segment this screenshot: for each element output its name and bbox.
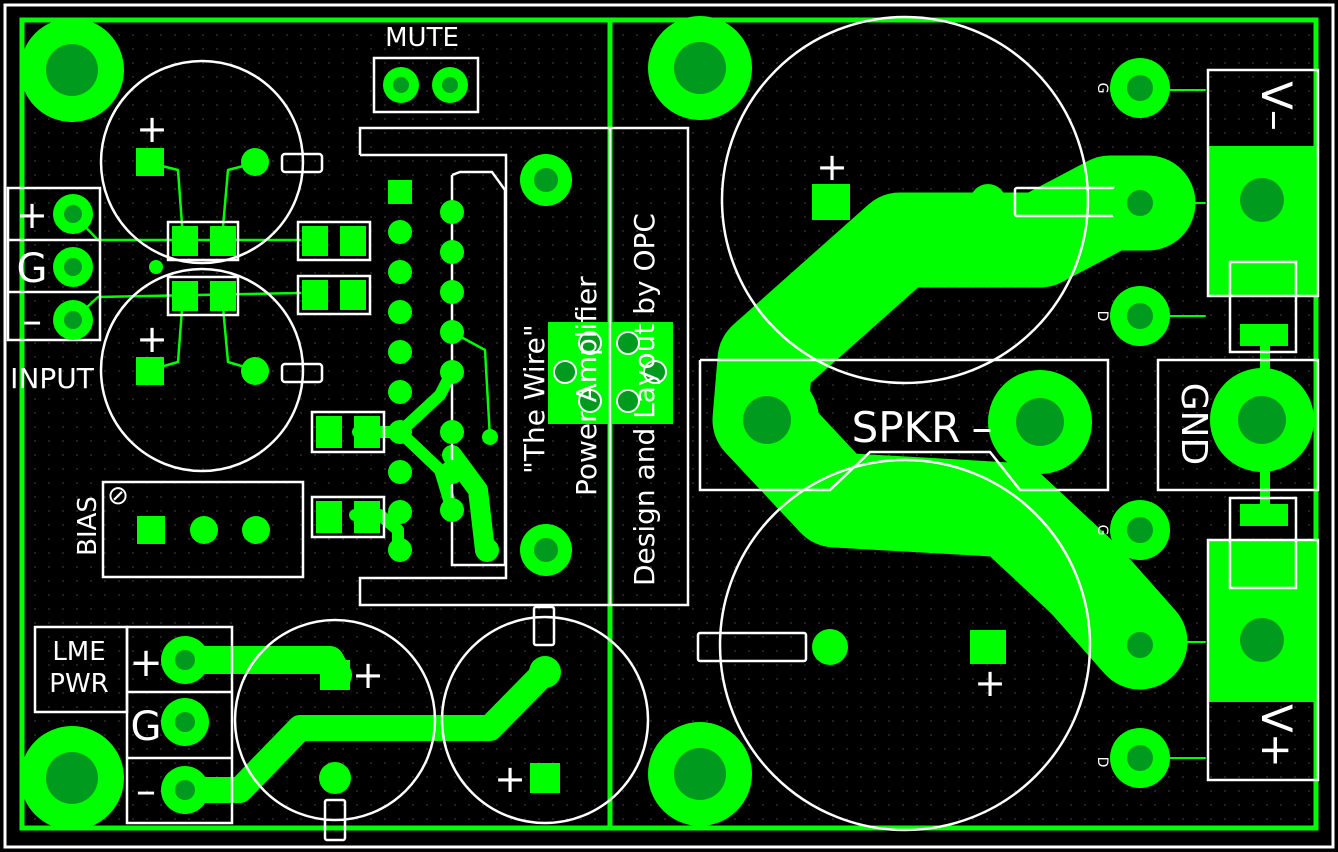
- title-line-2: Power Amplifier: [570, 276, 603, 496]
- title-line-1: "The Wire": [518, 324, 551, 474]
- bias-symbol: ⊘: [107, 481, 129, 511]
- gnd-label: GND: [1173, 383, 1214, 466]
- mute-label: MUTE: [385, 23, 459, 53]
- cap-plus-label: +: [352, 653, 384, 697]
- board-outline: [3, 3, 1335, 849]
- input-plus-label: +: [16, 193, 48, 237]
- v-minus-label: V–: [1252, 81, 1301, 131]
- spkr-label: SPKR: [852, 403, 961, 452]
- pwr-g-label: G: [131, 704, 162, 750]
- cap-plus-label: +: [136, 317, 168, 361]
- drain-label: D: [1094, 757, 1110, 768]
- ground-border: [19, 17, 1319, 831]
- terminal-connector-lower: [1240, 504, 1288, 526]
- cap-plus-label: +: [494, 757, 526, 801]
- bias-label: BIAS: [73, 496, 103, 556]
- pwr-plus-label: +: [129, 640, 163, 686]
- cap-plus-label: +: [816, 145, 848, 189]
- terminal-connector-upper: [1240, 324, 1288, 346]
- silkscreen: [6, 15, 1320, 842]
- pwr-minus-label: –: [136, 768, 156, 814]
- input-g-label: G: [17, 246, 48, 292]
- cap-plus-label: +: [974, 661, 1006, 705]
- v-plus-label: V+: [1252, 704, 1301, 768]
- pads: [20, 16, 1314, 830]
- heatsink-holes: [553, 331, 667, 413]
- input-minus-label: –: [22, 298, 42, 344]
- lme-label: LME: [52, 637, 105, 667]
- cap-plus-label: +: [136, 107, 168, 151]
- input-label: INPUT: [10, 362, 95, 395]
- gate-label: G: [1094, 83, 1110, 94]
- pwr-label: PWR: [49, 669, 108, 699]
- drain-label: D: [1094, 311, 1110, 322]
- title-line-3: Design and Layout by OPC: [628, 213, 661, 586]
- spkr-minus-label: –: [972, 403, 993, 452]
- gate-label: G: [1094, 525, 1110, 536]
